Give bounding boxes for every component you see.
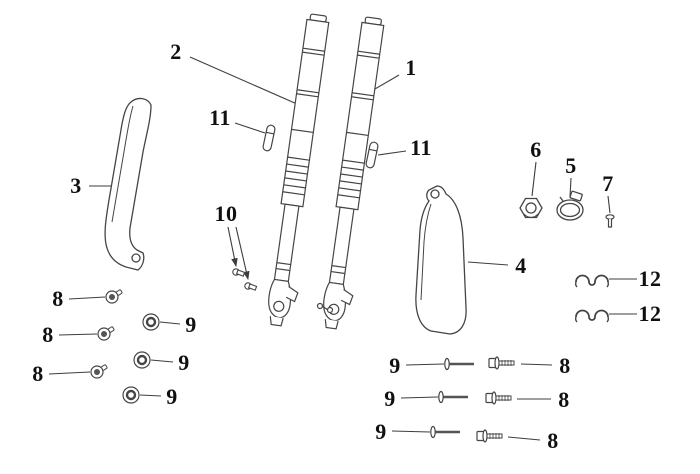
callout-label: 11: [209, 105, 231, 130]
callout-label: 8: [52, 286, 64, 311]
callout-label: 5: [565, 153, 577, 178]
hex-bolt-2: [485, 391, 512, 405]
callout-label: 10: [214, 201, 238, 226]
machine-screw-3: [430, 425, 460, 439]
callout-label: 12: [638, 301, 662, 326]
washer-1: [142, 313, 160, 331]
hex-bolt-1: [488, 356, 515, 370]
callout-label: 7: [602, 171, 614, 196]
callout-label: 2: [170, 39, 182, 64]
fork-tube-left: [263, 12, 338, 329]
flange-nut: [519, 197, 543, 219]
leader-lines: [48, 56, 637, 441]
callout-label: 8: [32, 361, 44, 386]
wire-clip-top: [574, 274, 610, 288]
wire-clip-bottom: [574, 309, 610, 323]
axle-hardware: [316, 302, 334, 314]
fork-guard-left: [104, 97, 152, 271]
callout-label: 9: [389, 353, 401, 378]
small-screw: [605, 214, 615, 228]
machine-screw-1: [444, 357, 474, 371]
washer-2: [133, 351, 151, 369]
callout-label: 8: [559, 353, 571, 378]
machine-screw-2: [438, 390, 468, 404]
callout-label: 3: [70, 173, 82, 198]
callout-label: 11: [410, 135, 432, 160]
fork-clip-left: [262, 124, 276, 152]
callout-label: 6: [530, 137, 542, 162]
callout-label: 4: [515, 253, 527, 278]
flange-bolt-3: [90, 364, 108, 379]
callout-label: 12: [638, 266, 662, 291]
callout-label: 8: [558, 387, 570, 412]
flange-bolt-1: [105, 289, 123, 304]
callout-label: 9: [185, 312, 197, 337]
callout-label: 8: [42, 322, 54, 347]
callout-label: 8: [547, 428, 559, 453]
callout-label: 1: [405, 55, 417, 80]
fork-clip-right: [365, 141, 379, 169]
callout-label: 9: [375, 419, 387, 444]
callout-label: 9: [166, 384, 178, 409]
hex-bolt-3: [476, 429, 503, 443]
clamp-band: [556, 190, 584, 221]
fork-tube-right: [318, 15, 393, 332]
hose-guides: [232, 268, 258, 291]
washer-3: [122, 386, 140, 404]
flange-bolt-2: [97, 326, 115, 341]
callout-label: 9: [384, 386, 396, 411]
callout-label: 9: [178, 350, 190, 375]
fork-guard-right: [415, 185, 467, 335]
